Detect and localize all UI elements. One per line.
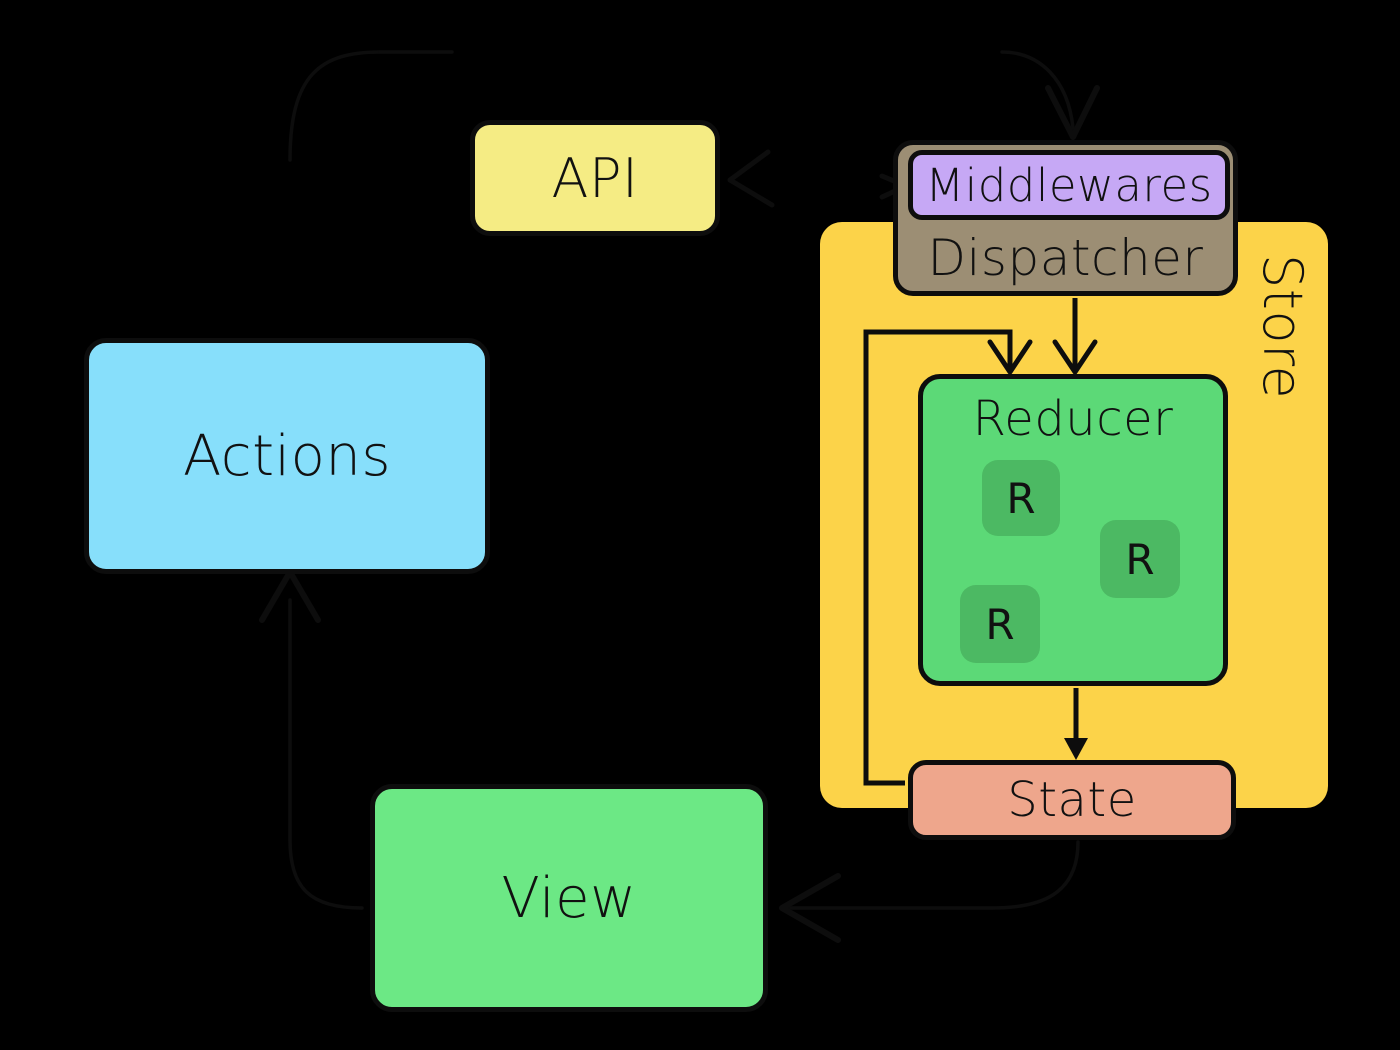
node-reducer-label: Reducer: [972, 391, 1174, 447]
node-view[interactable]: View: [370, 784, 768, 1012]
node-actions-label: Actions: [182, 423, 392, 489]
node-middlewares[interactable]: Middlewares: [908, 150, 1230, 220]
node-dispatcher-label: Dispatcher: [927, 229, 1204, 287]
edge-state-to-view: [779, 840, 1080, 943]
node-state-label: State: [1007, 772, 1137, 828]
node-view-label: View: [501, 865, 637, 931]
reducer-chip[interactable]: R: [1100, 520, 1180, 598]
reducer-chip[interactable]: R: [960, 585, 1040, 663]
edge-view-to-actions: [259, 569, 364, 910]
node-middlewares-label: Middlewares: [925, 158, 1213, 212]
edge-actions-to-api: [288, 50, 454, 162]
node-api[interactable]: API: [470, 120, 720, 236]
edge-actions-to-dispatcher: [1000, 50, 1100, 140]
edge-api-to-middlewares: [727, 149, 775, 208]
node-state[interactable]: State: [908, 760, 1236, 840]
reducer-chip[interactable]: R: [982, 460, 1060, 536]
node-actions[interactable]: Actions: [84, 338, 490, 574]
node-api-label: API: [551, 146, 639, 210]
node-store-label: Store: [1251, 254, 1314, 400]
